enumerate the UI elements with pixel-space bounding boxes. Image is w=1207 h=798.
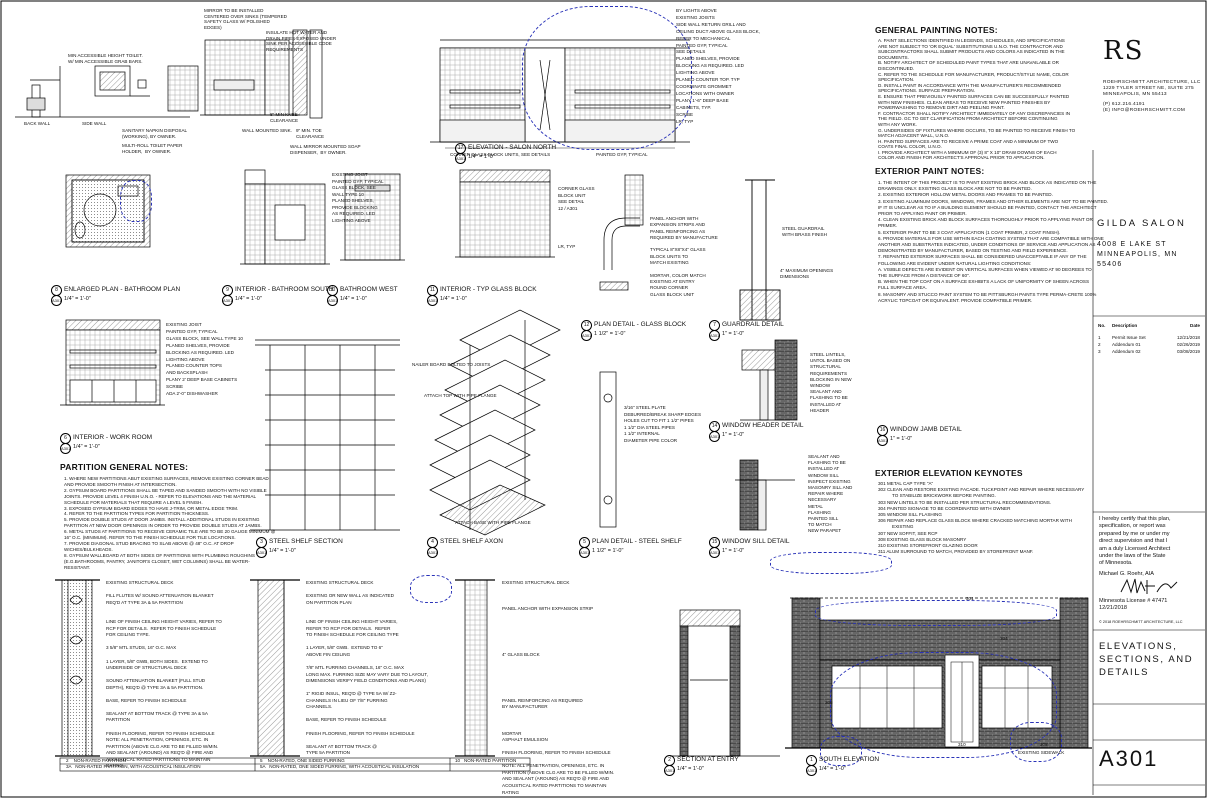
note-toeclear: 9" MIN. TOE CLEARANCE [296,128,325,139]
firm-info: RoehrSchmitt Architecture, LLC 1229 Tyle… [1103,80,1201,113]
keynote-tag: 310 [958,742,966,747]
title-block: RS RoehrSchmitt Architecture, LLC 1229 T… [1093,18,1203,793]
certification: I hereby certify that this plan, specifi… [1099,516,1171,577]
label-existing-sidewalk: EXISTING SIDEWALK [1018,750,1065,755]
revision-cloud [1010,722,1062,762]
revision-cloud [820,736,862,766]
revision-cloud [815,600,1057,626]
window-header-notes: STEEL LINTELS, UNTOL BASED ON STRUCTURAL… [810,352,852,413]
note-wallsink: WALL MOUNTED SINK. [242,128,292,133]
guardrail-detail [739,179,781,321]
bathroom-elevation-a [15,65,199,118]
painting-notes-list: A. PAINT SELECTIONS IDENTIFIED IN LEGEND… [878,38,1076,161]
partition-type-10: 10 NON-RATED PARTITION [455,758,517,763]
guardrail-notes: 4" MAXIMUM OPENINGS DIMENSIONS [780,268,834,279]
revision-cloud [522,6,692,150]
glass-block-notes: CORNER GLASS BLOCK UNIT SEE DETAIL 12 / … [558,186,595,211]
sheet-title: Elevations, Sections, and Details [1099,641,1194,678]
revision-cloud [410,575,452,603]
partition-type-3a: 3A NON-RATED PARTITION, WITH ACOUSTICAL … [66,764,201,769]
steel-shelf-section [250,339,400,531]
gb-plan-notes: PANEL ANCHOR WITH EXPANSION STRIPS AND P… [650,216,718,297]
note-mirror: MIRROR TO BE INSTALLED CENTERED OVER SIN… [204,8,287,30]
note-kneeclear: 8" MIN KNEE CLEARANCE [270,112,299,123]
sheet-number: A301 [1099,746,1159,771]
bathroom-south [240,169,330,265]
project-name: Gilda Salon [1097,218,1187,229]
partition-type-b [250,579,300,757]
section-at-entry [670,609,780,757]
bathroom-west [340,173,405,261]
license-info: Minnesota License # 47471 12/21/2018 [1099,598,1168,612]
partition-type-2: 2 NON-RATED PARTITION [66,758,126,763]
title-block-lines [1092,150,1205,795]
revision-cloud [120,180,152,222]
salon-north-notes: BY LIGHTS ABOVE EXISTING JOISTS SIDE WAL… [676,8,760,124]
note-hotwater: INSULATE HOT WATER AND DRAIN PIPES EXPOS… [266,30,337,52]
bathroom-plan [65,174,151,248]
note-accessible: MIN ACCESSIBLE HEIGHT TOILET. W/ MIN ACC… [68,53,143,64]
window-header-detail [740,339,798,421]
exterior-paint-list: 1. THE INTENT OF THIS PROJECT IS TO PAIN… [878,180,1109,303]
work-room-notes: EXISTING JOIST PAINTED GYP, TYPICAL GLAS… [166,322,243,397]
partition-notes-title: PARTITION GENERAL NOTES: [60,462,189,472]
typ-glass-block [455,169,555,258]
keynote-tag: 306 [825,700,833,705]
firm-logo: RS [1103,36,1145,66]
keynote-tag: 304 [1000,636,1008,641]
window-sill-notes: SEALANT AND FLASHING TO BE INSTALLED AT … [808,454,853,534]
keynote-tag: 301 [966,596,974,601]
partition-c-notes: EXISTING STRUCTURAL DECK PANEL ANCHOR WI… [502,580,615,795]
note-lr-typ: LR, TYP [558,244,576,249]
partition-type-5a: 5A NON-RATED, ONE SIDED FURRING, WITH AC… [260,764,420,769]
partition-a-notes: EXISTING STRUCTURAL DECK FILL FLUTES W/ … [106,580,222,769]
bath-south-notes: EXISTING JOIST PAINTED GYP, TYPICAL GLAS… [332,172,384,223]
partition-type-5: 5 NON-RATED, ONE SIDED FURRING [260,758,345,763]
keynotes-list: 301 METAL CAP TYPE "A" 302 CLEAN AND RES… [878,481,1085,555]
label-back-wall: BACK WALL [24,121,51,126]
note-painted-gyp: PAINTED GYP, TYPICAL [596,152,648,157]
keynotes-title: EXTERIOR ELEVATION KEYNOTES [875,468,1023,478]
window-sill-detail [735,459,795,531]
note-soap: WALL MIRROR MOUNTED SOAP DISPENSER, BY O… [290,144,361,155]
steel-shelf-axon [429,309,561,536]
note-napkin: SANITARY NAPKIN DISPOSAL (WORKING), BY O… [122,128,188,139]
note-tissue: MULTI-ROLL TOILET PAPER HOLDER, BY OWNER… [122,143,183,154]
partition-type-c [455,579,495,757]
note-nailer: NAILER BOARD BOLTED TO JOISTS [412,362,491,367]
signature-image [1120,578,1178,594]
revision-cloud [770,552,892,574]
partition-type-a [55,579,100,757]
partition-notes-list: 1. WHERE NEW PARTITIONS ABUT EXISTING SU… [64,476,276,570]
note-attach-base: ATTACH BASE WITH PIPE FLANGE [455,520,531,525]
copyright: © 2018 RoehrSchmitt Architecture, LLC [1099,620,1183,624]
note-attach-flange: ATTACH TOP WITH PIPE FLANGE [424,393,497,398]
work-room-elevation [60,319,165,406]
partition-b-notes: EXISTING STRUCTURAL DECK EXISTING OR NEW… [306,580,428,756]
label-side-wall: SIDE WALL [82,121,107,126]
guardrail-detail-notes: STEEL GUARDRAIL WITH BRASS FINISH [782,226,827,237]
keynote-tag: 308 [1040,742,1048,747]
painting-notes-title: GENERAL PAINTING NOTES: [875,25,998,35]
bathroom-elevation-b [200,29,323,119]
exterior-paint-title: EXTERIOR PAINT NOTES: [875,166,985,176]
partition-table [59,757,531,772]
steel-shelf-plan [599,371,617,528]
project-address: 4008 E Lake St Minneapolis, MN 55406 [1097,241,1178,268]
revision-cloud [830,652,1057,758]
glass-block-plan [599,174,644,291]
shelf-plan-notes: 3/16" STEEL PLATE DEBURRED/BREAK SHARP E… [624,405,702,443]
